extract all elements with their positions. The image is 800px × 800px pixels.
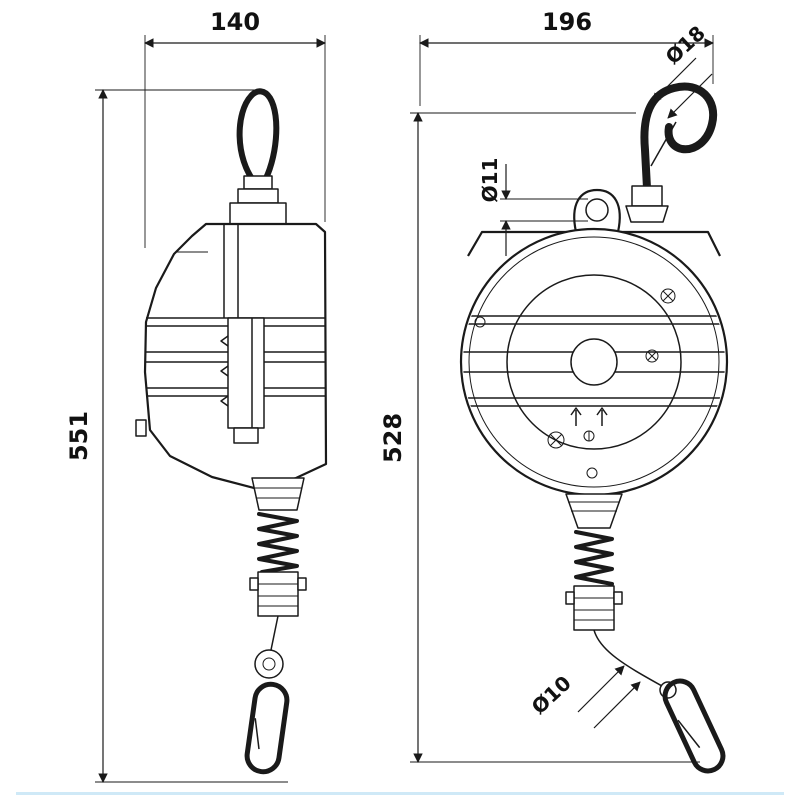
front-spring-coil — [574, 530, 614, 586]
dim-label-front-height: 528 — [379, 413, 407, 463]
side-thimble-loop — [254, 649, 284, 679]
front-adjust-arrows-icon — [570, 407, 608, 442]
dimension-front-width: 196 — [419, 8, 714, 106]
front-center-hub — [570, 338, 618, 386]
side-view — [135, 88, 328, 775]
dim-label-front-width: 196 — [542, 8, 592, 36]
front-hook-latch — [650, 121, 677, 167]
side-cable-clamp — [249, 571, 307, 617]
side-ratchet-bracket — [220, 317, 265, 444]
front-cable-clamp — [565, 585, 623, 631]
dimension-side-width: 140 — [144, 8, 326, 248]
front-screws — [474, 288, 676, 479]
footer-divider — [16, 792, 784, 795]
front-cable-loop — [659, 681, 677, 699]
front-hook-swivel — [631, 185, 663, 207]
side-loop-base — [243, 175, 273, 190]
side-top-loop-icon — [236, 88, 280, 187]
dim-label-hook-diameter: Ø18 — [661, 21, 710, 69]
side-left-tab — [135, 419, 147, 437]
front-view — [459, 82, 729, 774]
side-carabiner-icon — [244, 681, 290, 775]
dim-label-side-width: 140 — [210, 8, 260, 36]
side-mount-wide — [229, 202, 287, 225]
front-drum-rim — [468, 236, 720, 488]
side-cable — [270, 615, 279, 651]
dim-label-side-height: 551 — [65, 411, 93, 461]
dimension-front-height: 528 — [379, 112, 700, 763]
dim-label-cable-diameter: Ø10 — [527, 671, 576, 719]
front-top-hook-icon — [640, 82, 718, 192]
dimension-hook-diameter: Ø18 — [651, 21, 713, 119]
front-drum-inner — [506, 274, 682, 450]
front-hook-base — [625, 205, 669, 223]
front-cable — [593, 629, 663, 687]
front-eye-hole — [585, 198, 609, 222]
side-gland — [251, 477, 305, 511]
dimension-side-height: 551 — [65, 89, 288, 783]
side-spring-coil — [257, 512, 299, 574]
side-mount-small — [237, 188, 279, 204]
dimension-eye-hole-diameter: Ø11 — [478, 158, 588, 256]
side-thimble-inner — [262, 657, 276, 671]
front-carabiner-icon — [662, 678, 726, 774]
dimension-cable-diameter: Ø10 — [527, 665, 641, 729]
dim-label-eye-hole-diameter: Ø11 — [478, 158, 502, 203]
